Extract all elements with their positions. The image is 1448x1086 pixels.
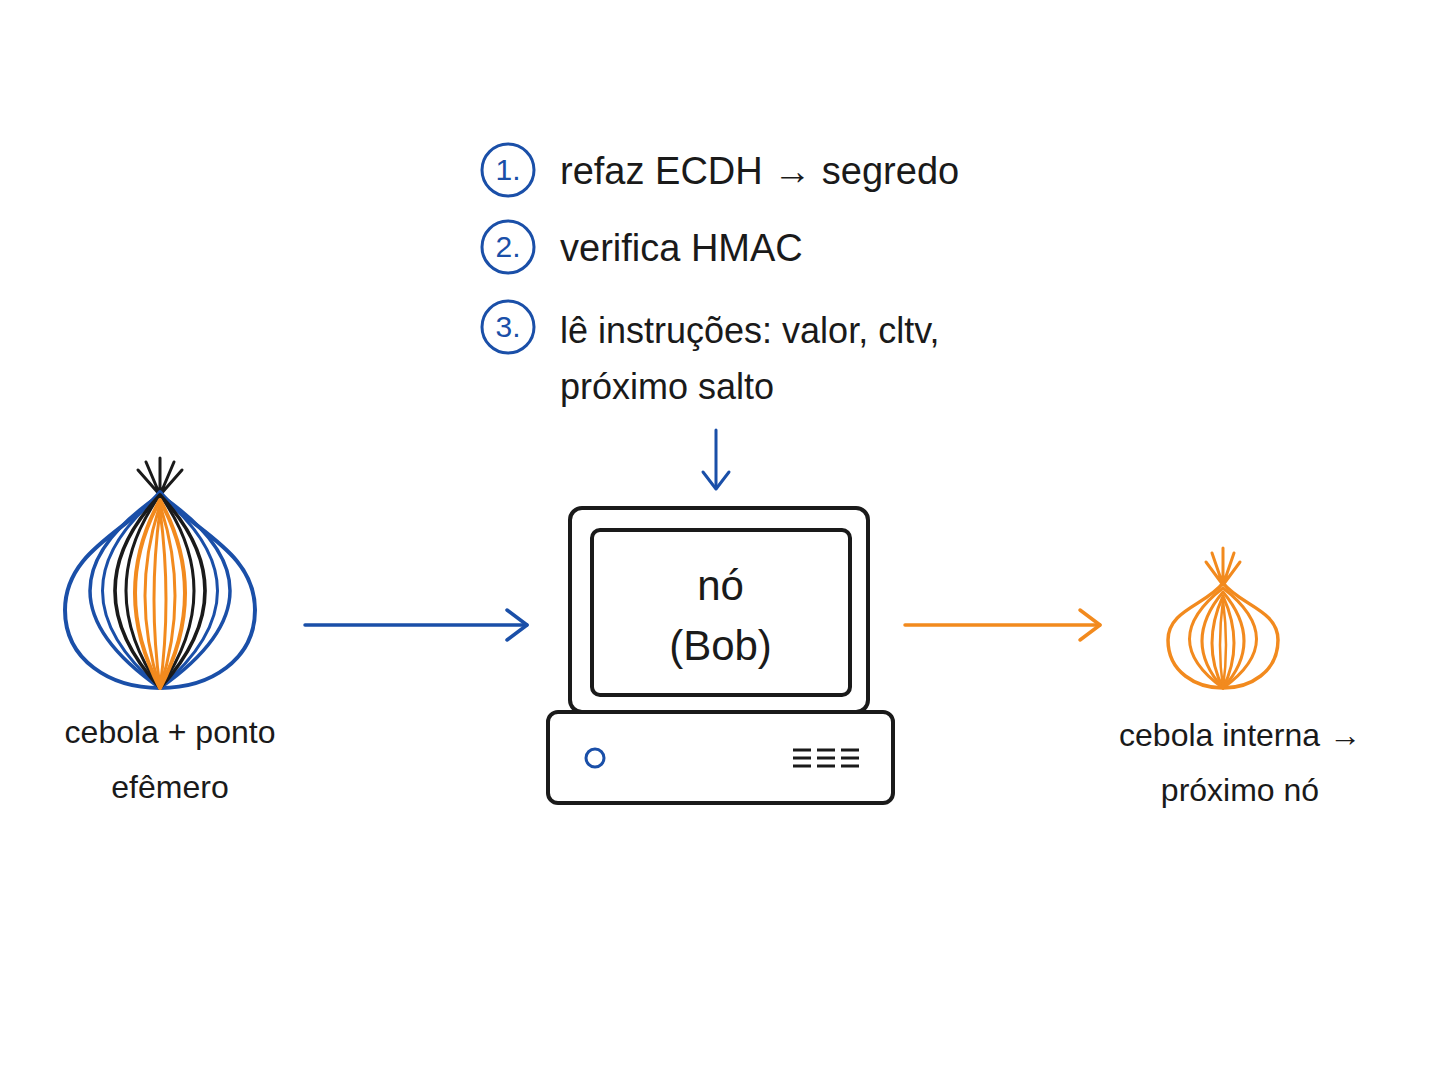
onion-caption: cebola + ponto efêmero	[40, 705, 300, 815]
network-node: nó(Bob)	[548, 508, 893, 803]
onion-caption: cebola interna → próximo nó	[1100, 708, 1380, 818]
callout-number: 1.	[470, 152, 546, 188]
onion-packet: cebola + ponto efêmero	[40, 705, 300, 820]
flow-arrow	[305, 610, 527, 640]
node-name: (Bob)	[548, 616, 893, 676]
onion-illustration	[1168, 548, 1278, 688]
callout-number: 3.	[470, 309, 546, 345]
step-text: refaz ECDH → segredo	[560, 148, 1080, 194]
leader-arrow	[703, 430, 729, 489]
callout-number: 2.	[470, 229, 546, 265]
node-name: nó	[548, 556, 893, 616]
computer-illustration	[548, 508, 893, 803]
onion-illustration	[65, 458, 255, 688]
step-text: lê instruções: valor, cltv, próximo salt…	[560, 303, 1030, 415]
step-text: verifica HMAC	[560, 225, 1080, 271]
flow-arrow	[905, 610, 1100, 640]
onion-packet: cebola interna → próximo nó	[1100, 708, 1380, 823]
